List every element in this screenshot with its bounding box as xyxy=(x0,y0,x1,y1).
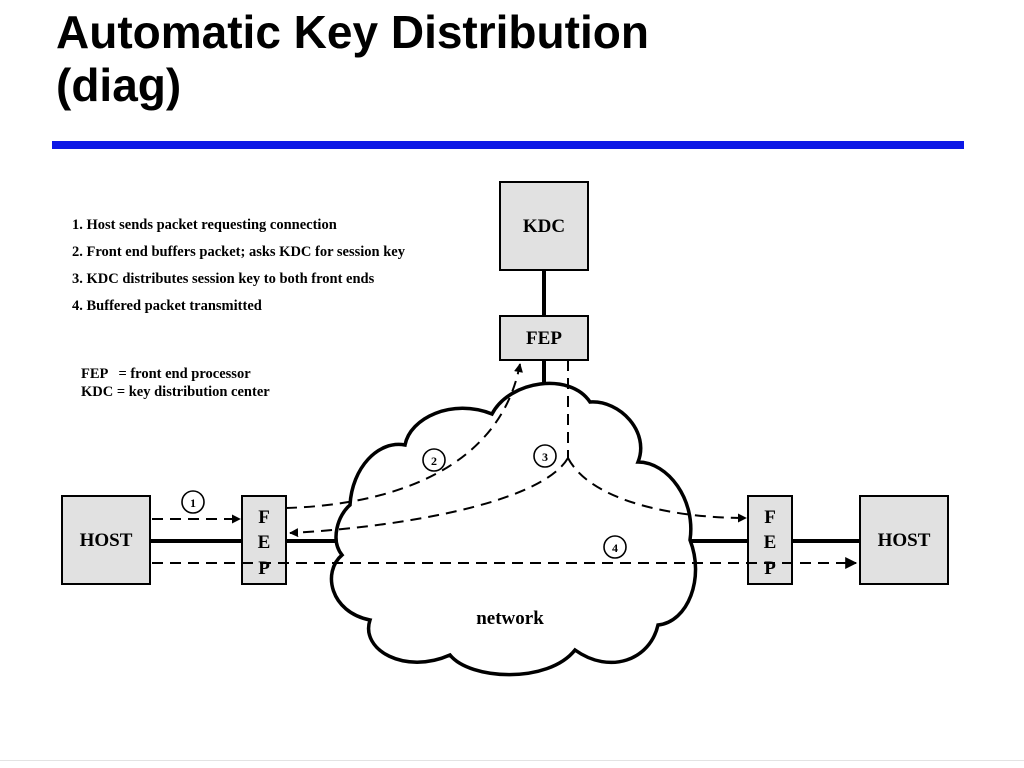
fep-right-letter-f: F xyxy=(764,507,776,528)
step-marker-3-label: 3 xyxy=(542,450,548,464)
network-cloud xyxy=(329,381,698,677)
step-3-text: 3. KDC distributes session key to both f… xyxy=(72,271,375,287)
host-right-label: HOST xyxy=(878,530,931,551)
step-1-text: 1. Host sends packet requesting connecti… xyxy=(72,217,337,233)
step-marker-1: 1 xyxy=(181,490,205,514)
title-line-2: (diag) xyxy=(56,59,182,111)
step-marker-4-label: 4 xyxy=(612,541,618,555)
kdc-label: KDC xyxy=(523,216,565,237)
flow-step-3-right-arrow xyxy=(567,457,747,523)
network-label: network xyxy=(476,608,544,629)
fep-right-letter-p: P xyxy=(764,558,776,579)
fep-top-label: FEP xyxy=(526,328,562,349)
title-line-1: Automatic Key Distribution xyxy=(56,6,649,58)
slide-title: Automatic Key Distribution (diag) xyxy=(56,6,976,112)
fep-top-node: FEP xyxy=(499,315,589,361)
steps-list: 1. Host sends packet requesting connecti… xyxy=(72,217,406,314)
host-left-label: HOST xyxy=(80,530,133,551)
flow-step-3-left-arrow xyxy=(289,457,569,538)
host-right-node: HOST xyxy=(859,495,949,585)
title-underline xyxy=(52,141,964,149)
step-marker-1-label: 1 xyxy=(190,496,196,510)
flow-step-2-arrow xyxy=(285,363,523,509)
fep-left-letter-e: E xyxy=(258,532,271,553)
step-4-text: 4. Buffered packet transmitted xyxy=(72,298,262,314)
fep-left-letter-f: F xyxy=(258,507,270,528)
fep-right-node: F E P xyxy=(747,495,793,585)
fep-right-letter-e: E xyxy=(764,532,777,553)
step-marker-3: 3 xyxy=(533,444,557,468)
step-marker-2: 2 xyxy=(422,448,446,472)
step-marker-2-label: 2 xyxy=(431,454,437,468)
step-marker-4: 4 xyxy=(603,535,627,559)
host-left-node: HOST xyxy=(61,495,151,585)
legend: FEP = front end processor KDC = key dist… xyxy=(81,366,270,400)
legend-kdc: KDC = key distribution center xyxy=(81,384,270,400)
step-2-text: 2. Front end buffers packet; asks KDC fo… xyxy=(72,244,406,260)
footer-divider xyxy=(0,760,1024,761)
fep-left-node: F E P xyxy=(241,495,287,585)
kdc-node: KDC xyxy=(499,181,589,271)
fep-left-letter-p: P xyxy=(258,558,270,579)
legend-fep: FEP = front end processor xyxy=(81,366,251,382)
